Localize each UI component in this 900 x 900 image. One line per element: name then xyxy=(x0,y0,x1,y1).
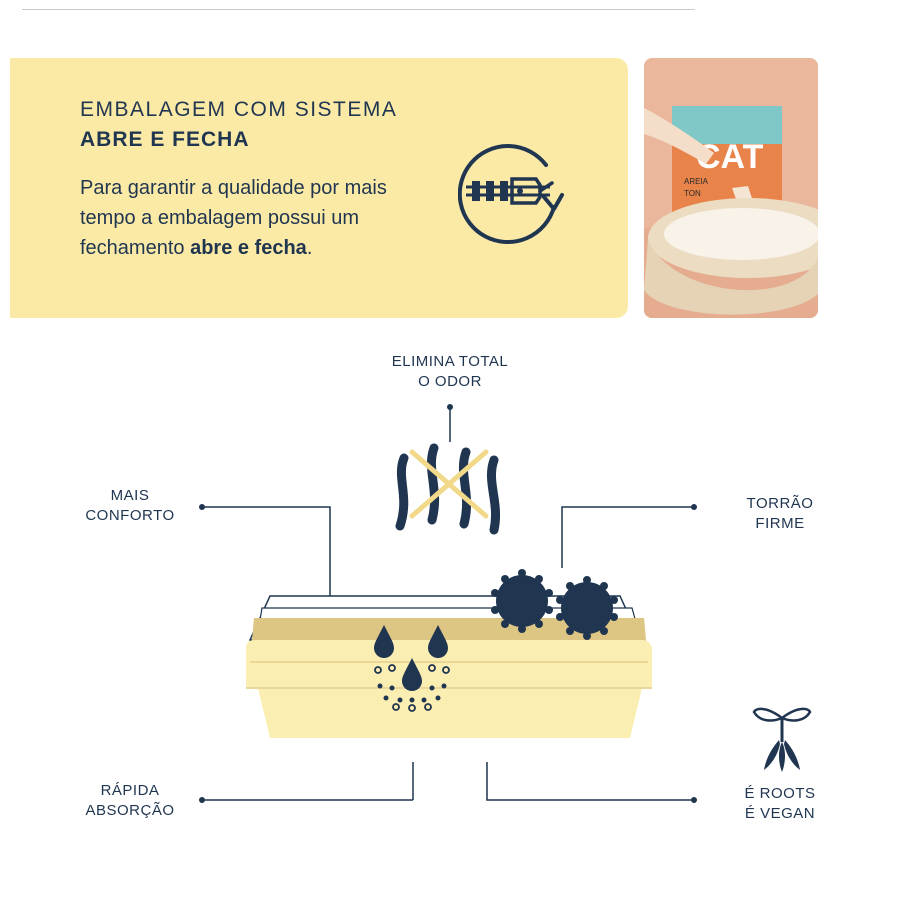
vegan-label-line2: É VEGAN xyxy=(744,805,816,822)
clump-balls-icon xyxy=(491,569,618,640)
vegan-connector-line xyxy=(486,762,694,801)
clump-connector-line xyxy=(561,506,694,568)
absorption-label: RÁPIDA ABSORÇÃO xyxy=(70,781,190,821)
comfort-connector-line xyxy=(202,506,331,630)
clump-label: TORRÃO FIRME xyxy=(730,494,830,534)
sprout-icon xyxy=(752,707,812,772)
absorption-drops-icon xyxy=(374,625,448,691)
package-subtext-2: TON xyxy=(684,189,701,198)
clump-label-line1: TORRÃO xyxy=(746,495,814,512)
clump-label-line2: FIRME xyxy=(755,515,805,532)
odor-label-line1: ELIMINA TOTAL xyxy=(391,353,509,370)
odor-label: ELIMINA TOTAL O ODOR xyxy=(380,352,520,392)
top-divider xyxy=(22,9,695,10)
product-photo: CAT AREIA TON xyxy=(644,58,818,318)
promo-heading-line1: EMBALAGEM COM SISTEMA xyxy=(80,98,398,121)
litter-tray-diagram xyxy=(199,404,812,803)
absorption-label-line2: ABSORÇÃO xyxy=(85,802,175,819)
vegan-connector-dot xyxy=(691,797,697,803)
comfort-label-line2: CONFORTO xyxy=(85,507,175,524)
vegan-label: É ROOTS É VEGAN xyxy=(730,784,830,824)
promo-text-main: Para garantir a qualidade por mais tempo… xyxy=(80,177,387,259)
odor-connector-dot xyxy=(447,404,453,410)
vegan-label-line1: É ROOTS xyxy=(744,785,816,802)
promo-text-bold: abre e fecha xyxy=(190,237,307,259)
package-subtext-1: AREIA xyxy=(684,177,709,186)
comfort-label-line1: MAIS xyxy=(110,487,150,504)
promo-heading-line2: ABRE E FECHA xyxy=(80,128,250,151)
odor-label-line2: O ODOR xyxy=(418,373,482,390)
absorption-connector-dot xyxy=(199,797,205,803)
comfort-connector-dot xyxy=(199,504,205,510)
promo-heading: EMBALAGEM COM SISTEMA ABRE E FECHA xyxy=(80,95,397,155)
comfort-label: MAIS CONFORTO xyxy=(70,486,190,526)
odor-wave-icon xyxy=(395,443,500,535)
absorption-label-line1: RÁPIDA xyxy=(100,782,160,799)
zipper-bag-icon xyxy=(458,144,564,245)
clump-connector-dot xyxy=(691,504,697,510)
absorption-dots xyxy=(374,664,450,674)
promo-description: Para garantir a qualidade por mais tempo… xyxy=(80,173,440,263)
promo-text-end: . xyxy=(306,237,313,259)
